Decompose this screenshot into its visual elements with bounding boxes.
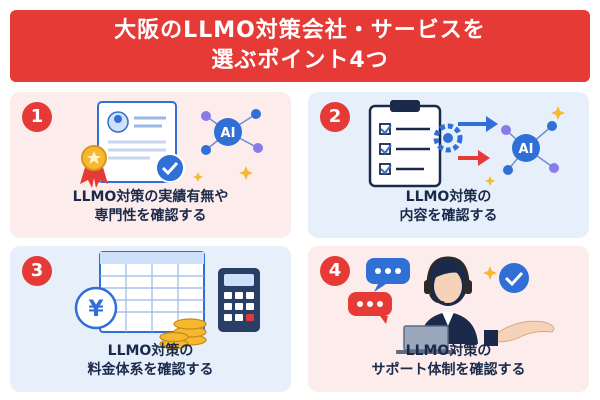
point-card-2: AI 2 LLMO対策の 内容を確認する xyxy=(308,92,589,238)
ai-label: AI xyxy=(519,142,534,157)
point-number-1: 1 xyxy=(22,102,52,132)
point-2-line-2: 内容を確認する xyxy=(399,208,498,224)
point-1-line-1: LLMO対策の実績有無や xyxy=(72,189,229,205)
point-caption-4: LLMO対策の サポート体制を確認する xyxy=(308,342,589,380)
point-caption-2: LLMO対策の 内容を確認する xyxy=(308,188,589,226)
yen-symbol: ¥ xyxy=(88,297,104,322)
point-3-line-1: LLMO対策の xyxy=(107,343,194,359)
title-banner: 大阪のLLMO対策会社・サービスを 選ぶポイント4つ xyxy=(10,10,590,82)
point-card-1: AI 1 LLMO対策の実績有無や 専門性を確認する xyxy=(10,92,291,238)
ai-label: AI xyxy=(221,126,236,141)
point-number-3: 3 xyxy=(22,256,52,286)
point-1-line-2: 専門性を確認する xyxy=(94,208,207,224)
point-3-line-2: 料金体系を確認する xyxy=(87,362,214,378)
checklist-clipboard-icon: AI xyxy=(368,100,565,188)
point-2-line-1: LLMO対策の xyxy=(405,189,492,205)
point-card-4: 4 LLMO対策の サポート体制を確認する xyxy=(308,246,589,392)
certificate-document-icon: AI xyxy=(80,101,263,188)
point-4-line-2: サポート体制を確認する xyxy=(371,362,526,378)
title-line-2: 選ぶポイント4つ xyxy=(211,48,389,73)
point-card-3: ¥ 3 LLMO対策の 料金体系を確認する xyxy=(10,246,291,392)
point-4-line-1: LLMO対策の xyxy=(405,343,492,359)
title-line-1: 大阪のLLMO対策会社・サービスを xyxy=(114,18,486,43)
point-caption-3: LLMO対策の 料金体系を確認する xyxy=(10,342,291,380)
point-number-4: 4 xyxy=(320,256,350,286)
spreadsheet-calculator-icon: ¥ xyxy=(74,251,260,350)
point-caption-1: LLMO対策の実績有無や 専門性を確認する xyxy=(10,188,291,226)
support-operator-icon xyxy=(348,256,555,354)
point-number-2: 2 xyxy=(320,102,350,132)
